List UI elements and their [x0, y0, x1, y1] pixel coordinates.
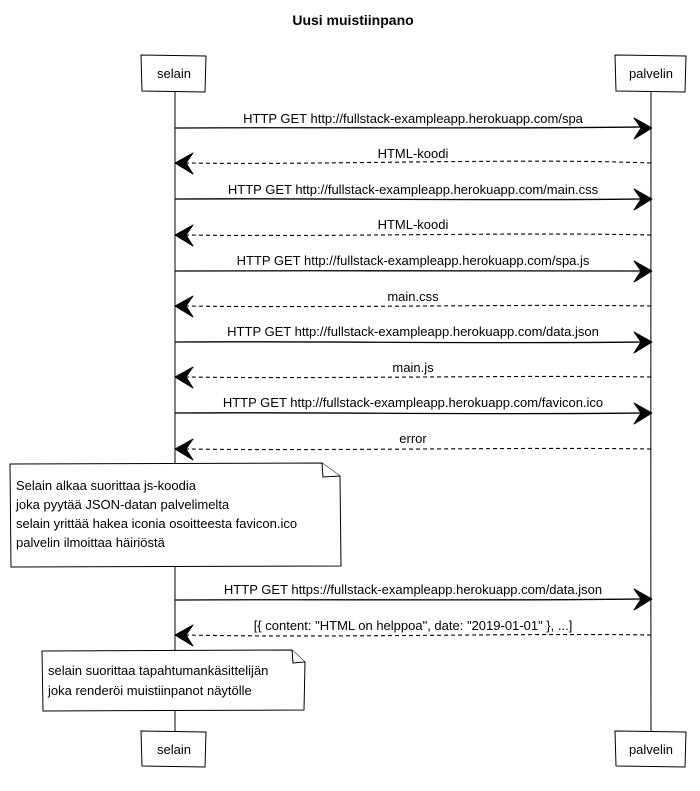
note-line: selain yrittää hakea iconia osoitteesta … — [16, 516, 297, 531]
message-label: HTTP GET http://fullstack-exampleapp.her… — [243, 111, 584, 126]
message-label: HTTP GET http://fullstack-exampleapp.her… — [227, 324, 599, 339]
message-6: main.css — [174, 289, 652, 318]
participant-label: palvelin — [629, 66, 673, 81]
note-line: Selain alkaa suorittaa js-koodia — [16, 478, 197, 493]
message-label: main.js — [392, 360, 434, 375]
message-label: HTTP GET https://fullstack-exampleapp.he… — [224, 582, 602, 597]
message-2: HTML-koodi — [174, 146, 652, 175]
message-label: HTTP GET http://fullstack-exampleapp.her… — [223, 395, 603, 410]
note-line: joka renderöi muistiinpanot näytölle — [47, 683, 252, 698]
message-3: HTTP GET http://fullstack-exampleapp.her… — [174, 182, 653, 211]
message-4: HTML-koodi — [174, 217, 652, 247]
message-label: HTTP GET http://fullstack-exampleapp.her… — [237, 253, 590, 268]
participant-label: selain — [157, 742, 191, 757]
diagram-title: Uusi muistiinpano — [292, 12, 413, 28]
note-line: selain suorittaa tapahtumankäsittelijän — [48, 663, 268, 678]
message-label: HTTP GET http://fullstack-exampleapp.her… — [228, 182, 599, 197]
message-8: main.js — [174, 360, 652, 389]
participant-label: palvelin — [629, 742, 673, 757]
participant-selain-top: selain — [140, 54, 207, 93]
message-label: HTML-koodi — [378, 146, 449, 161]
message-label: main.css — [387, 289, 439, 304]
note-1: Selain alkaa suorittaa js-koodia joka py… — [9, 462, 342, 568]
participant-palvelin-bottom: palvelin — [614, 730, 687, 768]
note-line: joka pyytää JSON-datan palvelimelta — [15, 497, 230, 512]
note-line: palvelin ilmoittaa häiriöstä — [16, 535, 166, 550]
message-11: HTTP GET https://fullstack-exampleapp.he… — [174, 582, 653, 611]
message-label: HTML-koodi — [378, 217, 449, 232]
message-1: HTTP GET http://fullstack-exampleapp.her… — [174, 111, 653, 140]
message-7: HTTP GET http://fullstack-exampleapp.her… — [174, 324, 653, 354]
message-12: [{ content: "HTML on helppoa", date: "20… — [174, 618, 652, 647]
message-10: error — [174, 431, 652, 461]
message-9: HTTP GET http://fullstack-exampleapp.her… — [174, 395, 653, 425]
participant-palvelin-top: palvelin — [614, 54, 687, 93]
message-label: error — [399, 431, 427, 446]
participant-label: selain — [157, 66, 191, 81]
note-2: selain suorittaa tapahtumankäsittelijän … — [41, 649, 306, 712]
lifeline-palvelin — [650, 91, 652, 734]
message-5: HTTP GET http://fullstack-exampleapp.her… — [174, 253, 653, 283]
participant-selain-bottom: selain — [140, 730, 207, 768]
message-label: [{ content: "HTML on helppoa", date: "20… — [254, 618, 573, 633]
